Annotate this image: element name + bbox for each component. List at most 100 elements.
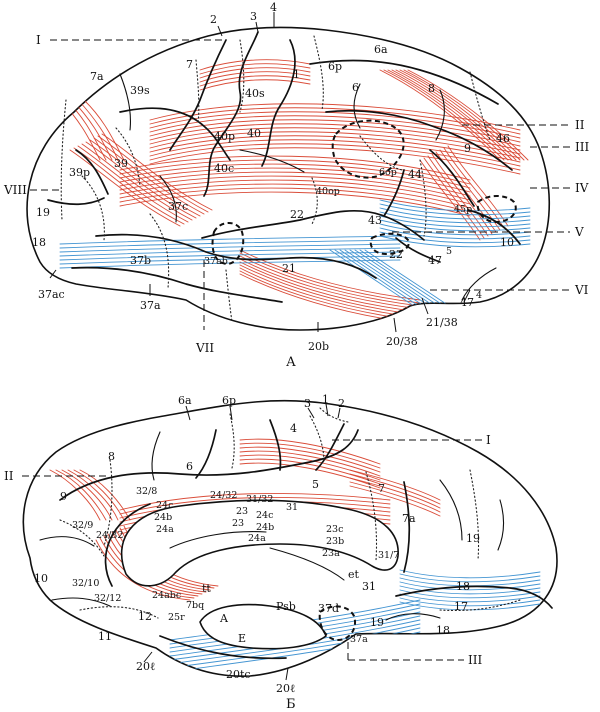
area-label: 21 [282, 262, 296, 275]
red-fiber [149, 103, 521, 131]
area-label: 32/12 [94, 593, 121, 604]
red-fiber [119, 492, 391, 511]
ref-label: I [486, 433, 491, 447]
red-fiber [239, 454, 381, 481]
ref-label: II [4, 469, 14, 483]
blue-fiber [334, 249, 426, 311]
area-label: 24c [256, 510, 273, 521]
red-fiber [399, 69, 521, 161]
area-label: 23 [236, 506, 248, 517]
lateral-view: 2 3 4 7 6a 7a 6p 1 39s 40s 6 8 46 40p 40… [3, 1, 589, 370]
area-label: 22 [290, 208, 304, 221]
area-label: 24b [154, 512, 172, 523]
red-fiber [349, 473, 441, 505]
red-fiber [73, 469, 125, 521]
red-fiber [149, 115, 521, 143]
area-label: 6a [374, 43, 388, 56]
area-label: tt [202, 582, 211, 595]
area-label: 7a [402, 512, 416, 525]
blue-fiber [379, 231, 531, 244]
area-label: 4 [290, 422, 297, 435]
blue-fiber [329, 249, 421, 311]
red-fiber [395, 69, 517, 161]
red-fiber [95, 539, 191, 601]
blue-fiber [399, 601, 541, 611]
blue-fiber [59, 251, 401, 261]
area-label: 47 [428, 254, 442, 267]
area-label: 8 [428, 82, 435, 95]
red-fiber [149, 131, 521, 159]
red-fiber [85, 141, 197, 219]
corpus-callosum [120, 499, 399, 587]
blue-fiber [59, 255, 401, 265]
area-label: 23 [232, 518, 244, 529]
area-label: 1 [293, 68, 300, 81]
lateral-arrows [49, 12, 471, 333]
area-label: 7bq [186, 600, 204, 611]
area-label: 40s [245, 87, 265, 100]
red-fiber [69, 149, 181, 227]
area-label: 20b [308, 340, 329, 353]
area-label: 6op [379, 167, 397, 178]
blue-fiber [379, 199, 531, 212]
area-label: 6p [328, 60, 342, 73]
area-label: 31/7 [378, 550, 399, 561]
area-label: 31 [362, 580, 376, 593]
area-label: 19 [370, 616, 384, 629]
area-label: 5 [446, 246, 452, 257]
area-label: 11 [98, 630, 112, 643]
area-label: 24/32 [96, 530, 123, 541]
red-fiber [239, 446, 381, 473]
area-label: 20tc [226, 668, 251, 681]
area-label: 4 [476, 290, 482, 301]
red-fiber [93, 137, 205, 215]
area-label: 43 [368, 214, 382, 227]
area-label: 1 [322, 393, 329, 406]
red-fiber [431, 153, 493, 235]
area-label: 47 [460, 296, 474, 309]
area-label: 37ac [38, 288, 65, 301]
area-label: E [238, 632, 246, 645]
area-label: 24b [256, 522, 274, 533]
red-fiber [119, 191, 471, 217]
lateral-labels: 2 3 4 7 6a 7a 6p 1 39s 40s 6 8 46 40p 40… [32, 1, 514, 353]
area-label: Psb [276, 600, 296, 613]
red-fiber [119, 155, 471, 181]
area-label: 8 [108, 450, 115, 463]
red-fiber [403, 69, 525, 161]
area-label: 46 [496, 132, 510, 145]
ref-label: I [36, 33, 41, 47]
blue-fiber [59, 247, 401, 257]
red-fiber [349, 485, 441, 517]
area-label: 20ℓ [136, 660, 155, 673]
red-fiber [97, 135, 209, 213]
red-fiber [239, 258, 421, 310]
ref-label: VII [195, 341, 214, 355]
area-label: 3 [304, 397, 311, 410]
area-label: 23a [322, 548, 340, 559]
lateral-fiber-tracts [59, 59, 531, 325]
red-fiber [391, 69, 513, 161]
red-fiber [77, 145, 189, 223]
area-label: 44 [408, 168, 422, 181]
blue-fiber [59, 235, 401, 245]
area-label: 21/38 [426, 316, 458, 329]
blue-fiber [399, 581, 541, 591]
blue-fiber [399, 569, 541, 579]
area-label: 40 [247, 127, 261, 140]
medial-labels: 6a 6p 3 1 2 4 8 6 5 7 32/8 9 24/32 31/32… [34, 393, 480, 695]
area-label: 2 [338, 397, 345, 410]
lateral-area-borders [60, 35, 517, 323]
medial-sulci [39, 419, 553, 660]
area-label: 37ab [204, 256, 228, 267]
medial-area-borders [59, 407, 521, 642]
red-fiber [239, 267, 421, 319]
red-fiber [119, 496, 391, 515]
area-label: 10 [500, 236, 514, 249]
ref-label: V [574, 225, 584, 239]
red-fiber [239, 249, 421, 301]
area-label: 24a [248, 533, 266, 544]
blue-fiber [379, 203, 531, 216]
red-fiber [149, 135, 521, 163]
ref-label: VIII [3, 183, 27, 197]
